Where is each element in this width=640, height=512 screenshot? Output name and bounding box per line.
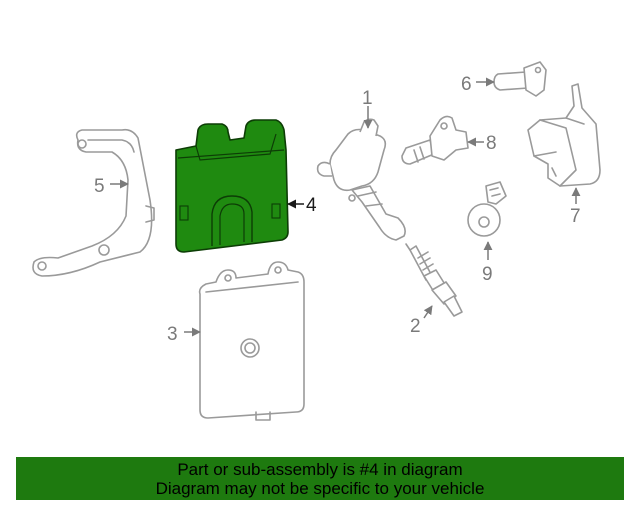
part-5-bracket[interactable] [32,128,155,277]
banner-line-2: Diagram may not be specific to your vehi… [155,479,485,498]
callout-5: 5 [94,176,105,197]
callout-4: 4 [306,195,317,216]
part-3-control-module[interactable] [198,261,305,421]
part-1-ignition-coil[interactable] [316,118,406,241]
info-banner: Part or sub-assembly is #4 in diagram Di… [16,457,624,500]
callout-9: 9 [482,264,493,285]
part-2-spark-plug[interactable] [405,243,463,317]
part-7-module[interactable] [527,83,601,187]
banner-line-1: Part or sub-assembly is #4 in diagram [177,460,463,479]
callout-8: 8 [486,133,497,154]
callout-1: 1 [362,88,373,109]
callout-6: 6 [461,74,472,95]
callout-7: 7 [570,206,581,227]
part-9-knock-sensor[interactable] [467,181,507,237]
part-4-control-module[interactable] [175,119,289,253]
part-8-sensor[interactable] [401,115,469,165]
callout-2: 2 [410,316,421,337]
part-6-sensor[interactable] [493,61,547,97]
callout-arrows [110,77,581,337]
parts-diagram: 5 4 3 1 2 6 8 7 9 [32,61,601,421]
callout-3: 3 [167,324,178,345]
